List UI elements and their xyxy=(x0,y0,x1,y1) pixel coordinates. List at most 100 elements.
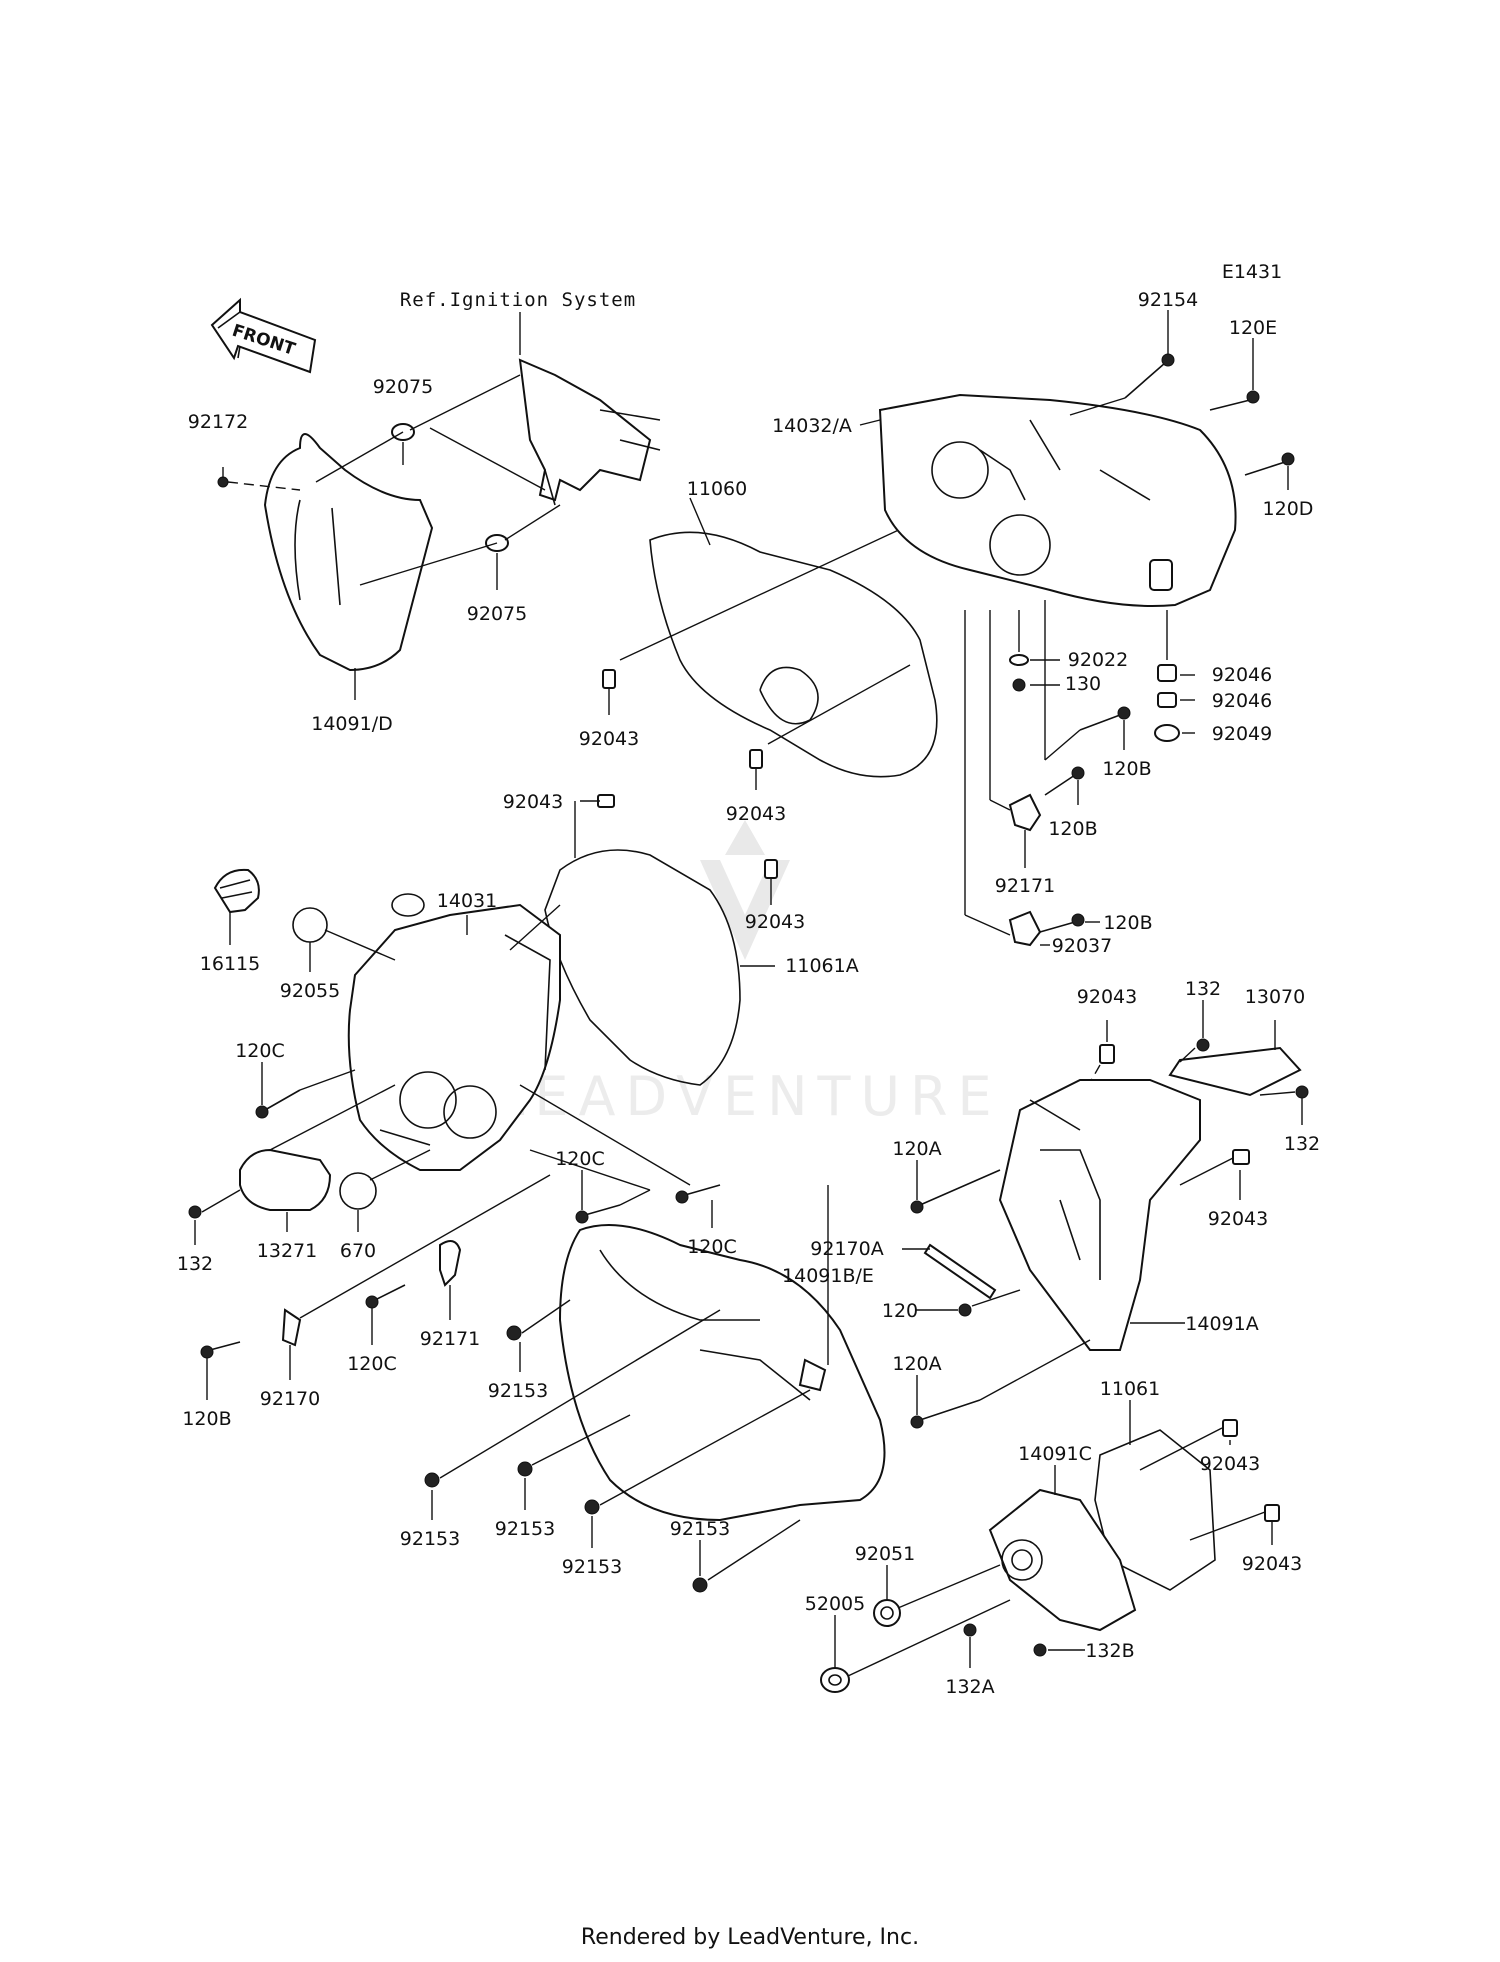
part-label: 11061 xyxy=(1100,1378,1160,1400)
part-label: 14091/D xyxy=(311,713,392,735)
bolt-120B-b xyxy=(1044,766,1085,796)
part-label: 14091C xyxy=(1018,1443,1092,1465)
part-label: 92153 xyxy=(670,1518,730,1540)
part-label: 132B xyxy=(1085,1640,1134,1662)
part-label: 92153 xyxy=(562,1556,622,1578)
part-label: 132 xyxy=(1185,978,1221,1000)
bolt-132B xyxy=(1033,1643,1047,1657)
part-label: 120A xyxy=(892,1138,941,1160)
part-label: 120A xyxy=(892,1353,941,1375)
dowel-92043-c xyxy=(597,794,615,808)
part-label: 120B xyxy=(1102,758,1151,780)
diagram-code: E1431 xyxy=(1222,261,1282,283)
bolt-120C-a xyxy=(255,1089,301,1119)
bolt-120B-a xyxy=(1079,706,1131,731)
bolt-132A xyxy=(963,1623,977,1637)
bolt-120B-d xyxy=(200,1341,241,1359)
part-label: 120C xyxy=(687,1236,737,1258)
housing-14091C xyxy=(988,1488,1137,1632)
oil-filler-cap-16115 xyxy=(213,868,260,914)
part-label: 92043 xyxy=(1077,986,1137,1008)
dowel-92043-g xyxy=(1222,1419,1238,1437)
part-label: 92153 xyxy=(488,1380,548,1402)
screw-92153-a xyxy=(506,1325,522,1341)
part-label: 92043 xyxy=(1200,1453,1260,1475)
dowel-92043-e xyxy=(1099,1044,1115,1064)
part-label: 132 xyxy=(177,1253,213,1275)
part-label: 120B xyxy=(1103,912,1152,934)
plate-13070 xyxy=(1168,1046,1302,1097)
o-ring-670 xyxy=(339,1172,377,1210)
bolt-120C-c xyxy=(675,1184,721,1204)
part-label: 52005 xyxy=(805,1593,865,1615)
screw-92153-c xyxy=(517,1461,533,1477)
gasket-11061A xyxy=(544,849,741,1086)
bolt-120 xyxy=(958,1303,972,1317)
dowel-92043-a xyxy=(602,669,616,689)
part-label: 92154 xyxy=(1138,289,1198,311)
part-label: 92051 xyxy=(855,1543,915,1565)
bolt-120E xyxy=(1209,390,1260,411)
part-label: 120E xyxy=(1229,317,1277,339)
reference-note: Ref.Ignition System xyxy=(400,289,636,311)
crankcase-cover-14032A xyxy=(878,393,1237,607)
dowel-92043-b xyxy=(749,749,763,769)
bolt-120A-a xyxy=(910,1169,1001,1214)
gasket-11060 xyxy=(649,531,938,778)
part-label: 92043 xyxy=(1242,1553,1302,1575)
cover-13271 xyxy=(239,1148,332,1211)
watermark: LEADVENTURE xyxy=(494,820,1001,1128)
collar-92046-b xyxy=(1157,692,1177,708)
bolt-130 xyxy=(1012,678,1026,692)
part-label: 132 xyxy=(1284,1133,1320,1155)
bolt-132-b xyxy=(1295,1085,1309,1099)
clamp-92170A xyxy=(923,1243,997,1300)
washer-92022 xyxy=(1009,654,1029,666)
clamp-92170 xyxy=(281,1308,302,1347)
bolt-132-c xyxy=(188,1205,202,1219)
part-label: 14091B/E xyxy=(782,1265,874,1287)
inner-cover-14031 xyxy=(347,893,561,1171)
part-label: 92049 xyxy=(1212,723,1272,745)
part-label: 120B xyxy=(1048,818,1097,840)
dowel-92043-f xyxy=(1232,1149,1250,1165)
clamp-92037 xyxy=(1008,910,1042,947)
bolt-120A-b xyxy=(910,1399,981,1429)
dowel-92043-d xyxy=(764,859,778,879)
part-label: 14032/A xyxy=(772,415,852,437)
part-label: 92043 xyxy=(745,911,805,933)
dowel-92043-h xyxy=(1264,1504,1280,1522)
gasket-11061 xyxy=(1094,1429,1216,1591)
part-label: 92170 xyxy=(260,1388,320,1410)
ignition-bracket xyxy=(518,358,661,506)
part-label: 132A xyxy=(945,1676,994,1698)
bolt-120D xyxy=(1244,452,1295,476)
part-label: 92037 xyxy=(1052,935,1112,957)
part-label: 120C xyxy=(555,1148,605,1170)
outer-cover-14091BE xyxy=(558,1224,886,1522)
part-label: 92153 xyxy=(495,1518,555,1540)
bolt-92154 xyxy=(1124,353,1175,399)
watermark-text: LEADVENTURE xyxy=(494,1065,1001,1128)
part-label: 92171 xyxy=(995,875,1055,897)
left-cover-14091D xyxy=(263,433,434,672)
bolt-120C-b xyxy=(575,1204,621,1224)
part-label: 11060 xyxy=(687,478,747,500)
screw-92153-b xyxy=(424,1472,440,1488)
part-label: 120D xyxy=(1263,498,1314,520)
part-label: 120B xyxy=(182,1408,231,1430)
footer-credit: Rendered by LeadVenture, Inc. xyxy=(580,1925,920,1950)
part-label: 670 xyxy=(340,1240,376,1262)
bracket-14091A xyxy=(998,1079,1201,1351)
collar-92046-a xyxy=(1157,664,1177,682)
part-label: 13271 xyxy=(257,1240,317,1262)
screw-92153-d xyxy=(584,1499,600,1515)
part-label: 92022 xyxy=(1068,649,1128,671)
part-label: 92046 xyxy=(1212,664,1272,686)
part-label: 14091A xyxy=(1185,1313,1258,1335)
seal-92049 xyxy=(1154,724,1180,742)
part-label: 16115 xyxy=(200,953,260,975)
bolt-120C-d xyxy=(365,1284,406,1309)
front-arrow-icon: FRONT xyxy=(210,297,317,374)
